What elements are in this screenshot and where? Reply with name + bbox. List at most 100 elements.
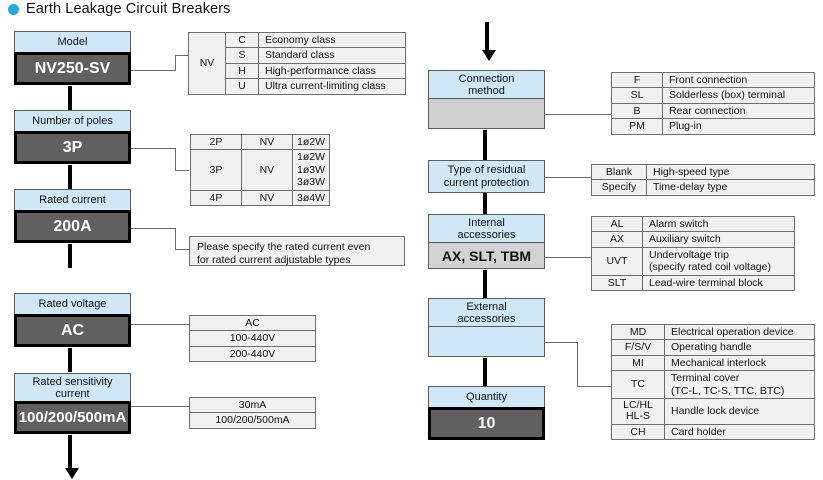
- leader-connection-h: [545, 114, 612, 115]
- cell-desc: Card holder: [664, 423, 815, 441]
- field-value-model[interactable]: NV250-SV: [14, 52, 131, 85]
- table-row: LC/HL HL-S Handle lock device: [611, 397, 815, 425]
- cell-sensitivity: 100/200/500mA: [189, 412, 316, 429]
- field-label-line2: method: [468, 85, 505, 97]
- cell-desc: Lead-wire terminal block: [642, 274, 795, 291]
- cell-desc: High-speed type: [646, 163, 815, 181]
- field-value-number-of-poles[interactable]: 3P: [14, 131, 131, 164]
- cell-desc: Solderless (box) terminal: [662, 87, 815, 104]
- leader-current-v: [175, 228, 176, 250]
- cell-desc: Handle lock device: [664, 397, 815, 425]
- table-internal-accessories: AL Alarm switch AX Auxiliary switch UVT …: [591, 215, 795, 291]
- cell-code: SL: [611, 87, 663, 104]
- table-row: SL Solderless (box) terminal: [611, 87, 815, 104]
- field-label-line1: External: [466, 300, 507, 313]
- table-row: NV C Economy class: [188, 31, 406, 95]
- page-title: Earth Leakage Circuit Breakers: [8, 1, 231, 17]
- cell-voltage: AC: [189, 314, 316, 332]
- field-label-quantity: Quantity: [428, 386, 545, 409]
- flow-arrow-top-shaft: [485, 22, 489, 52]
- cell-desc: Operating handle: [664, 339, 815, 356]
- table-row: CH Card holder: [611, 423, 815, 441]
- connector-residual-to-internal: [483, 193, 487, 214]
- cell-wiring: 3ø4W: [291, 189, 331, 206]
- table-row: AX Auxiliary switch: [591, 231, 795, 248]
- cell-voltage: 200-440V: [189, 345, 316, 363]
- leader-poles-h2: [175, 170, 189, 171]
- table-row: AL Alarm switch: [591, 215, 795, 233]
- cell-code: AX: [591, 231, 643, 248]
- field-value-rated-sensitivity-current[interactable]: 100/200/500mA: [14, 401, 131, 434]
- cell-desc: Auxiliary switch: [642, 231, 795, 248]
- field-label-residual-protection: Type of residual current protection: [428, 160, 545, 193]
- field-label-model: Model: [14, 31, 131, 54]
- cell-desc: Undervoltage trip (specify rated coil vo…: [642, 246, 795, 276]
- cell-code: U: [225, 78, 259, 95]
- note-line2: for rated current adjustable types: [197, 254, 351, 267]
- leader-external-v: [577, 342, 578, 386]
- field-label-line1: Rated sensitivity: [32, 375, 113, 388]
- connector-internal-to-external: [483, 270, 487, 298]
- cell-desc: Rear connection: [662, 102, 815, 120]
- cell-desc: Time-delay type: [646, 179, 815, 196]
- leader-external-h1: [545, 342, 578, 343]
- table-row: 3P NV 1ø2W 1ø3W 3ø3W: [190, 149, 331, 191]
- cell-code: Blank: [591, 163, 647, 181]
- field-label-line2: accessories: [457, 229, 516, 241]
- page-title-text: Earth Leakage Circuit Breakers: [26, 1, 231, 17]
- cell-code: AL: [591, 215, 643, 233]
- cell-series: NV: [240, 149, 293, 191]
- cell-desc: Electrical operation device: [664, 323, 815, 341]
- cell-code: Specify: [591, 179, 647, 196]
- table-row: SLT Lead-wire terminal block: [591, 274, 795, 291]
- leader-voltage-h: [131, 324, 189, 325]
- table-row: MD Electrical operation device: [611, 323, 815, 341]
- table-row: U Ultra current-limiting class: [189, 78, 406, 95]
- leader-sensitivity-h: [131, 406, 189, 407]
- cell-desc: Economy class: [258, 31, 406, 49]
- cell-poles: 2P: [190, 133, 242, 151]
- table-row: MI Mechanical interlock: [611, 354, 815, 372]
- field-label-line1: Connection: [458, 72, 515, 85]
- note-line1: Please specify the rated current even: [197, 241, 371, 253]
- leader-poles-v2: [175, 148, 176, 170]
- table-row: F Front connection: [611, 71, 815, 89]
- table-row: B Rear connection: [611, 102, 815, 120]
- field-value-external-accessories[interactable]: [428, 326, 545, 357]
- table-row: 200-440V: [189, 345, 316, 363]
- cell-voltage: 100-440V: [189, 330, 316, 347]
- cell-poles: 3P: [190, 149, 242, 191]
- field-label-line1: Internal: [468, 216, 505, 229]
- field-label-connection-method: Connection method: [428, 70, 545, 100]
- leader-current-h1: [131, 228, 176, 229]
- leader-residual-h: [545, 177, 592, 178]
- field-value-rated-current[interactable]: 200A: [14, 210, 131, 243]
- table-row: PM Plug-in: [611, 118, 815, 135]
- cell-code: F/S/V: [611, 339, 665, 356]
- cell-poles: 4P: [190, 189, 242, 206]
- field-label-rated-voltage: Rated voltage: [14, 293, 131, 316]
- table-row: F/S/V Operating handle: [611, 339, 815, 356]
- table-poles: 2P NV 1ø2W 3P NV 1ø2W 1ø3W 3ø3W 4P NV 3ø…: [190, 133, 331, 206]
- note-rated-current: Please specify the rated current even fo…: [189, 236, 405, 266]
- table-model-class: NV C Economy class S Standard class H Hi…: [188, 31, 406, 95]
- leader-model-h1: [131, 70, 176, 71]
- connector-external-to-quantity: [483, 358, 487, 386]
- field-label-line2: accessories: [457, 313, 516, 325]
- leader-model-v: [175, 55, 176, 71]
- field-value-rated-voltage[interactable]: AC: [14, 314, 131, 347]
- cell-code: CH: [611, 423, 665, 441]
- cell-code: H: [225, 62, 259, 80]
- connector-voltage-to-sensitivity: [68, 348, 72, 372]
- field-value-internal-accessories[interactable]: AX, SLT, TBM: [428, 242, 545, 269]
- field-label-line2: current protection: [443, 176, 530, 189]
- cell-series: NV: [240, 133, 293, 151]
- flow-arrow-top-head: [482, 50, 496, 61]
- field-value-connection-method[interactable]: [428, 98, 545, 129]
- leader-internal-h: [545, 257, 592, 258]
- leader-poles-h1: [131, 148, 176, 149]
- field-value-quantity[interactable]: 10: [428, 407, 545, 440]
- cell-code: PM: [611, 118, 663, 135]
- cell-desc: Standard class: [258, 47, 406, 64]
